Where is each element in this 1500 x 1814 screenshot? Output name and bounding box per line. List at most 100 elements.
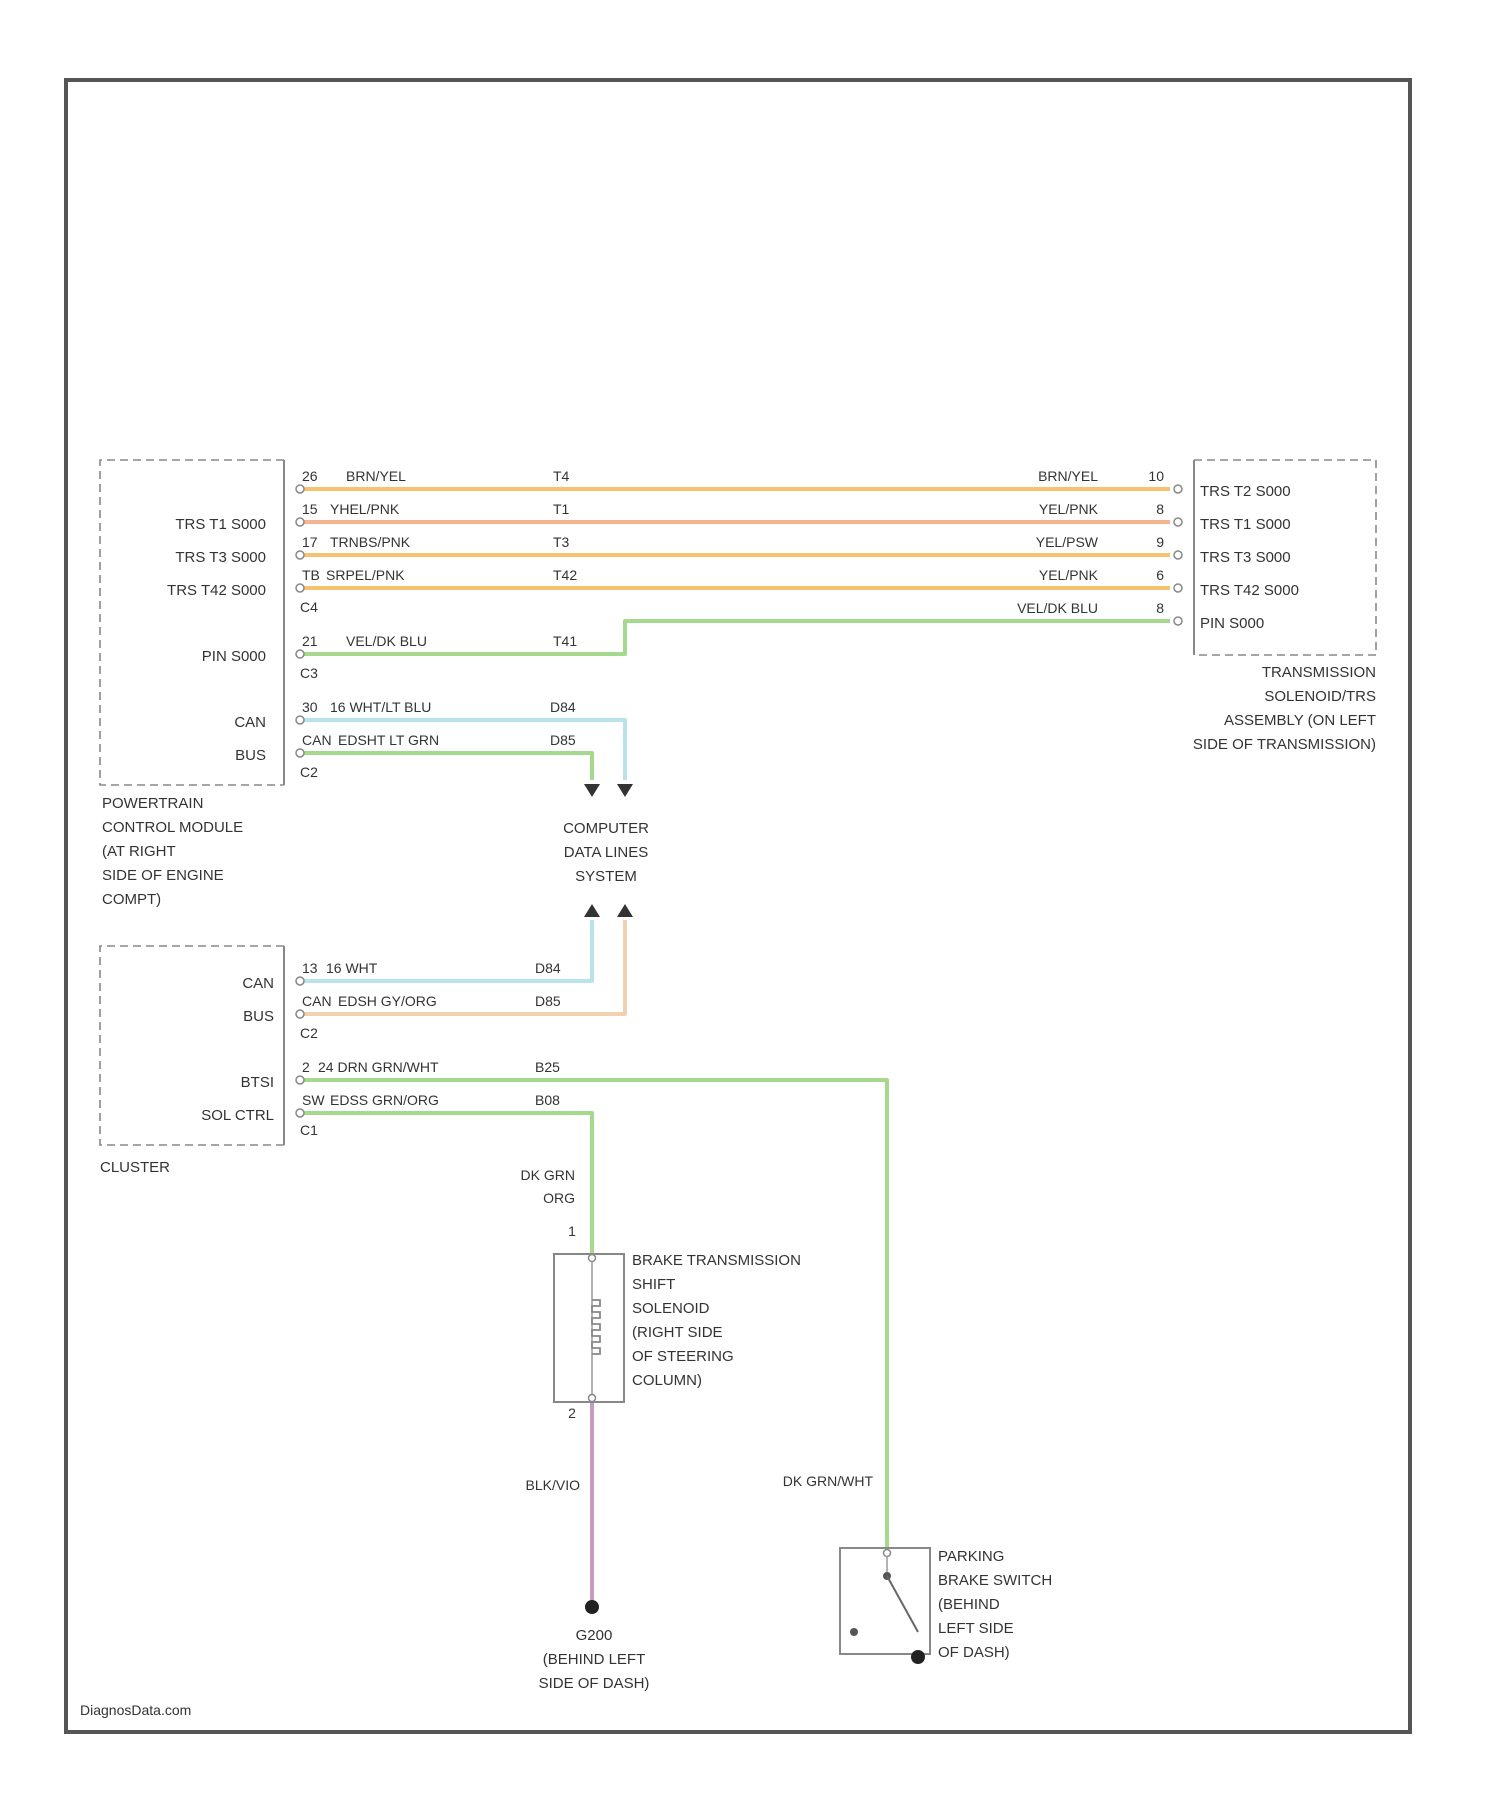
cluster-label-sol-ctrl: SOL CTRL [201, 1107, 274, 1124]
pcm-wire-color: 16 WHT/LT BLU [330, 699, 431, 715]
pcm-connector: TRS T1 S000 TRS T3 S000 TRS T42 S000 PIN… [100, 460, 318, 908]
trans-pin [1174, 485, 1182, 493]
trans-wire-color: YEL/PNK [1039, 501, 1099, 517]
cluster-pin [296, 977, 304, 985]
pcm-pin [296, 749, 304, 757]
pcm-wire-color: YHEL/PNK [330, 501, 400, 517]
cluster-pin [296, 1076, 304, 1084]
cluster-wire-circuit: B25 [535, 1059, 560, 1075]
ground-name-line: G200 [576, 1627, 613, 1644]
trans-pin [1174, 518, 1182, 526]
cluster-pin [296, 1109, 304, 1117]
pcm-wire-circuit: T1 [553, 501, 570, 517]
cluster-wire-color: EDSH GY/ORG [338, 993, 437, 1009]
cds-name-line: COMPUTER [563, 820, 649, 837]
pcm-pin [296, 584, 304, 592]
pcm-pin [296, 485, 304, 493]
wire-d84-pcm [300, 720, 625, 780]
solenoid-name-line: SHIFT [632, 1276, 675, 1293]
pcm-connector-c4: C4 [300, 599, 318, 615]
pcm-connector-c2: C2 [300, 764, 318, 780]
cds-arrow-down [617, 784, 633, 797]
cluster-wire-pin: 13 [302, 960, 318, 976]
switch-name-line: LEFT SIDE [938, 1620, 1014, 1637]
trans-wire-color: BRN/YEL [1038, 468, 1098, 484]
solenoid-name-line: BRAKE TRANSMISSION [632, 1252, 801, 1269]
trans-pin [1174, 551, 1182, 559]
pcm-wire-pin: CAN [302, 732, 332, 748]
cluster-label-btsi: BTSI [241, 1074, 274, 1091]
solenoid-feed-wire-label: ORG [543, 1190, 575, 1206]
cluster-wire-circuit: D85 [535, 993, 561, 1009]
pcm-wire-color: EDSHT LT GRN [338, 732, 439, 748]
cds-arrow-up [617, 904, 633, 917]
computer-data-lines: COMPUTER DATA LINES SYSTEM [563, 784, 649, 917]
pcm-pin [296, 518, 304, 526]
pcm-label-trs-t1: TRS T1 S000 [175, 516, 266, 533]
pcm-wire-color: SRPEL/PNK [326, 567, 405, 583]
trans-wire-pin: 10 [1148, 468, 1164, 484]
ground-name-line: (BEHIND LEFT [543, 1651, 646, 1668]
cluster-connector-c2: C2 [300, 1025, 318, 1041]
trans-name-line: SOLENOID/TRS [1264, 688, 1376, 705]
cluster-connector-c1: C1 [300, 1122, 318, 1138]
pcm-label-bus: BUS [235, 747, 266, 764]
pcm-wire-pin: 15 [302, 501, 318, 517]
cluster-label-bus: BUS [243, 1008, 274, 1025]
trans-label-trs-t3: TRS T3 S000 [1200, 549, 1291, 566]
switch-feed-wire-label: DK GRN/WHT [783, 1473, 874, 1489]
pcm-wire-pin: 17 [302, 534, 318, 550]
solenoid-feed-wire-label: DK GRN [521, 1167, 575, 1183]
diagram-frame [66, 80, 1410, 1732]
ground-icon [585, 1600, 599, 1614]
solenoid-name-line: OF STEERING [632, 1348, 734, 1365]
switch-ground-icon [911, 1650, 925, 1664]
cluster-wire-pin: CAN [302, 993, 332, 1009]
wire-d85-pcm [300, 753, 592, 780]
cluster-name: CLUSTER [100, 1159, 170, 1176]
cluster-wire-pin: 2 [302, 1059, 310, 1075]
cluster-wire-color: 16 WHT [326, 960, 378, 976]
switch-name-line: BRAKE SWITCH [938, 1572, 1052, 1589]
trans-pin [1174, 617, 1182, 625]
trans-wire-color: YEL/PSW [1036, 534, 1099, 550]
footer-watermark: DiagnosData.com [80, 1702, 191, 1718]
trans-name-line: SIDE OF TRANSMISSION) [1193, 736, 1376, 753]
cds-arrow-down [584, 784, 600, 797]
trans-wire-color: YEL/PNK [1039, 567, 1099, 583]
trans-wire-pin: 8 [1156, 600, 1164, 616]
pcm-wire-pin: 26 [302, 468, 318, 484]
trans-label-trs-t42: TRS T42 S000 [1200, 582, 1299, 599]
solenoid-name-line: SOLENOID [632, 1300, 710, 1317]
pcm-name-line: (AT RIGHT [102, 843, 176, 860]
pcm-wire-pin: 30 [302, 699, 318, 715]
cluster-wire-color: EDSS GRN/ORG [330, 1092, 439, 1108]
pcm-wire-circuit: T41 [553, 633, 577, 649]
pcm-wire-pin: TB [302, 567, 320, 583]
pcm-pin [296, 716, 304, 724]
parking-brake-switch: PARKING BRAKE SWITCH (BEHIND LEFT SIDE O… [840, 1548, 1052, 1664]
cluster-connector: CAN BUS BTSI SOL CTRL C2 C1 CLUSTER [100, 946, 318, 1176]
pcm-wire-pin: 21 [302, 633, 318, 649]
solenoid-pin-1: 1 [568, 1223, 576, 1239]
solenoid-pin-2: 2 [568, 1405, 576, 1421]
wire-t41 [300, 621, 1170, 654]
trans-label-trs-t1: TRS T1 S000 [1200, 516, 1291, 533]
trans-name-line: ASSEMBLY (ON LEFT [1224, 712, 1376, 729]
pcm-wire-circuit: T3 [553, 534, 570, 550]
trans-wire-pin: 6 [1156, 567, 1164, 583]
pcm-pin [296, 650, 304, 658]
pcm-wire-circuit: D85 [550, 732, 576, 748]
cds-name-line: DATA LINES [564, 844, 648, 861]
switch-name-line: PARKING [938, 1548, 1004, 1565]
pcm-name-line: CONTROL MODULE [102, 819, 243, 836]
pcm-wire-color: TRNBS/PNK [330, 534, 411, 550]
cluster-pin [296, 1010, 304, 1018]
switch-name-line: (BEHIND [938, 1596, 1000, 1613]
pcm-wire-labels: 26 BRN/YEL T4 15 YHEL/PNK T1 17 TRNBS/PN… [302, 468, 577, 748]
trans-pin [1174, 584, 1182, 592]
pcm-pin [296, 551, 304, 559]
cds-arrow-up [584, 904, 600, 917]
solenoid-name-line: (RIGHT SIDE [632, 1324, 723, 1341]
